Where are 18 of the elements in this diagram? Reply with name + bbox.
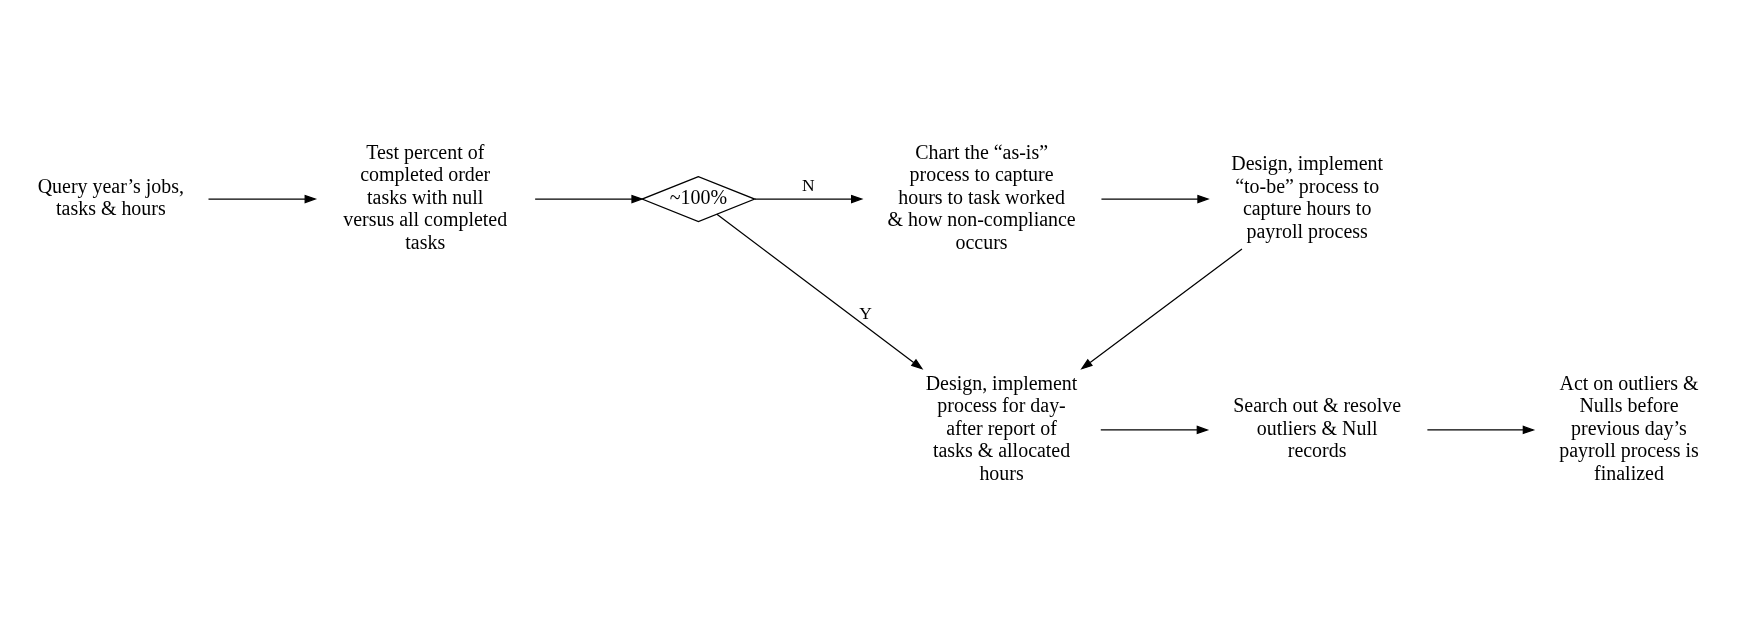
node-text: Search out & resolve outliers & Null records [1233,393,1402,461]
node-text: Act on outliers & Nulls before previous day’s payroll process is finalized [1559,371,1699,484]
arrow [1100,425,1210,434]
node-text: Query year’s jobs, tasks & hours [37,174,185,219]
arrow [1080,247,1243,370]
node-text: Chart the “as-is” process to capture hours to task worked & how non-compliance occurs [887,140,1076,253]
arrow [534,194,644,203]
arrow [207,194,318,203]
node-text: Design, implement “to-be” process to capture hours to payroll process [1231,151,1384,242]
edge-label: N [801,174,815,195]
node-text: Design, implement process for day-after report of tasks & allocated hours [925,371,1078,484]
arrow [754,194,864,203]
edge-label: Y [859,302,872,323]
arrow [1100,194,1210,203]
arrow [716,213,924,370]
arrow [1426,425,1536,434]
node-diamond: ~100% [640,175,757,222]
node-text: Test percent of completed order tasks with null versus all completed tasks [343,140,508,253]
